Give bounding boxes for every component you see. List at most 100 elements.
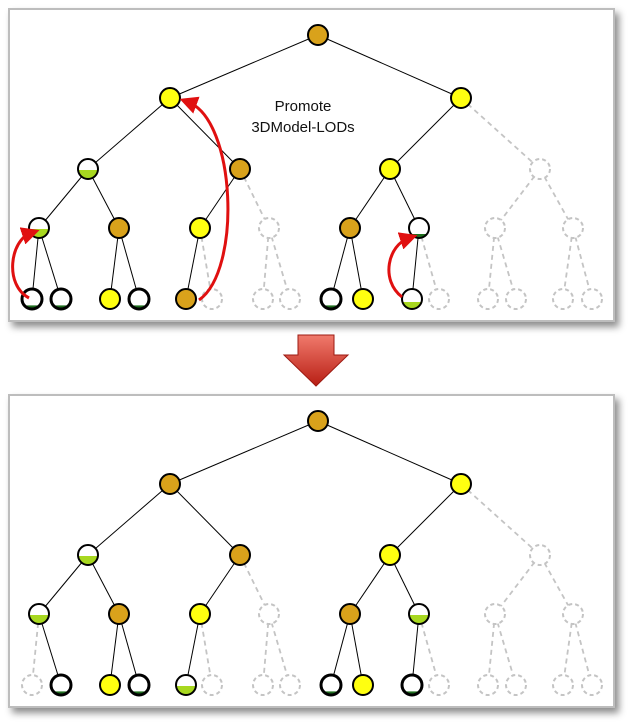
tree-edge <box>389 97 462 170</box>
tree-node <box>201 674 223 696</box>
tree-edge <box>418 613 440 686</box>
tree-node <box>529 158 551 180</box>
tree-node <box>20 287 44 311</box>
tree-edge <box>169 483 241 556</box>
tree-node <box>552 288 574 310</box>
tree-edge <box>349 613 364 686</box>
tree-edge <box>572 227 593 300</box>
tree-node <box>505 674 527 696</box>
tree-after <box>21 410 603 697</box>
tree-edges <box>31 34 593 300</box>
tree-edge <box>169 97 241 170</box>
tree-node <box>307 24 329 46</box>
tree-edge <box>349 168 391 229</box>
tree-node <box>581 288 603 310</box>
tree-edge <box>494 554 541 615</box>
promote-arrow-1 <box>11 227 40 300</box>
tree-node <box>229 544 251 566</box>
tree-node <box>127 287 151 311</box>
tree-node <box>408 217 430 239</box>
tree-edge <box>199 168 241 229</box>
tree-node <box>189 603 211 625</box>
tree-node <box>229 158 251 180</box>
tree-edge <box>87 168 120 229</box>
tree-node <box>352 288 374 310</box>
tree-node <box>28 603 50 625</box>
tree-node <box>175 288 197 310</box>
tree-edge <box>169 34 319 99</box>
tree-node <box>28 217 50 239</box>
tree-node <box>529 544 551 566</box>
tree-edge <box>460 483 541 556</box>
tree-node <box>450 473 472 495</box>
tree-node <box>252 674 274 696</box>
tree-node <box>49 673 73 697</box>
tree-edge <box>109 613 120 686</box>
tree-edge <box>169 420 319 485</box>
tree-node <box>339 217 361 239</box>
tree-edge <box>487 613 496 686</box>
tree-edge <box>268 613 291 686</box>
tree-node <box>352 674 374 696</box>
tree-node <box>400 673 424 697</box>
tree-edge <box>262 227 270 300</box>
tree-node <box>477 288 499 310</box>
tree-edge <box>539 554 574 615</box>
tree-node <box>484 217 506 239</box>
tree-node <box>428 674 450 696</box>
tree-edge <box>199 554 241 615</box>
tree-edge <box>418 227 440 300</box>
tree-edge <box>87 483 171 556</box>
tree-edge <box>31 613 40 686</box>
promote-label: Promote 3DModel-LODs <box>238 96 368 138</box>
tree-edge <box>562 227 574 300</box>
tree-edges <box>31 420 593 686</box>
tree-edge <box>262 613 270 686</box>
tree-edge <box>87 554 120 615</box>
tree-edge <box>494 227 517 300</box>
promote-label-line2: 3DModel-LODs <box>251 119 355 136</box>
tree-edge <box>562 613 574 686</box>
tree-node <box>477 674 499 696</box>
tree-edge <box>349 227 364 300</box>
tree-edge <box>199 613 213 686</box>
tree-edge <box>118 613 140 686</box>
tree-node <box>307 410 329 432</box>
promote-arrow-2 <box>179 96 230 302</box>
tree-node <box>258 217 280 239</box>
promote-label-line1: Promote <box>274 98 332 115</box>
tree-edge <box>539 168 574 229</box>
tree-edge <box>38 613 62 686</box>
tree-node <box>159 87 181 109</box>
tree-node <box>77 544 99 566</box>
tree-edge <box>411 227 420 300</box>
tree-edge <box>38 168 89 229</box>
tree-node <box>319 673 343 697</box>
tree-edge <box>487 227 496 300</box>
tree-edge <box>330 613 351 686</box>
tree-node <box>159 473 181 495</box>
tree-edge <box>317 420 462 485</box>
tree-node <box>99 674 121 696</box>
tree-edge <box>109 227 120 300</box>
tree-node <box>189 217 211 239</box>
tree-edge <box>268 227 291 300</box>
tree-edge <box>411 613 420 686</box>
tree-node <box>77 158 99 180</box>
tree-edge <box>38 554 89 615</box>
tree-edge <box>199 227 213 300</box>
tree-edge <box>349 554 391 615</box>
tree-node <box>581 674 603 696</box>
promote-arrow-3 <box>387 232 418 299</box>
tree-after-panel <box>8 394 615 708</box>
tree-edge <box>317 34 462 99</box>
tree-node <box>484 603 506 625</box>
down-arrow-icon <box>282 334 350 387</box>
tree-node <box>49 287 73 311</box>
tree-edge <box>185 613 201 686</box>
tree-node <box>252 288 274 310</box>
tree-edge <box>38 227 62 300</box>
tree-node <box>552 674 574 696</box>
tree-node <box>108 603 130 625</box>
tree-before-panel: Promote 3DModel-LODs <box>8 8 615 322</box>
